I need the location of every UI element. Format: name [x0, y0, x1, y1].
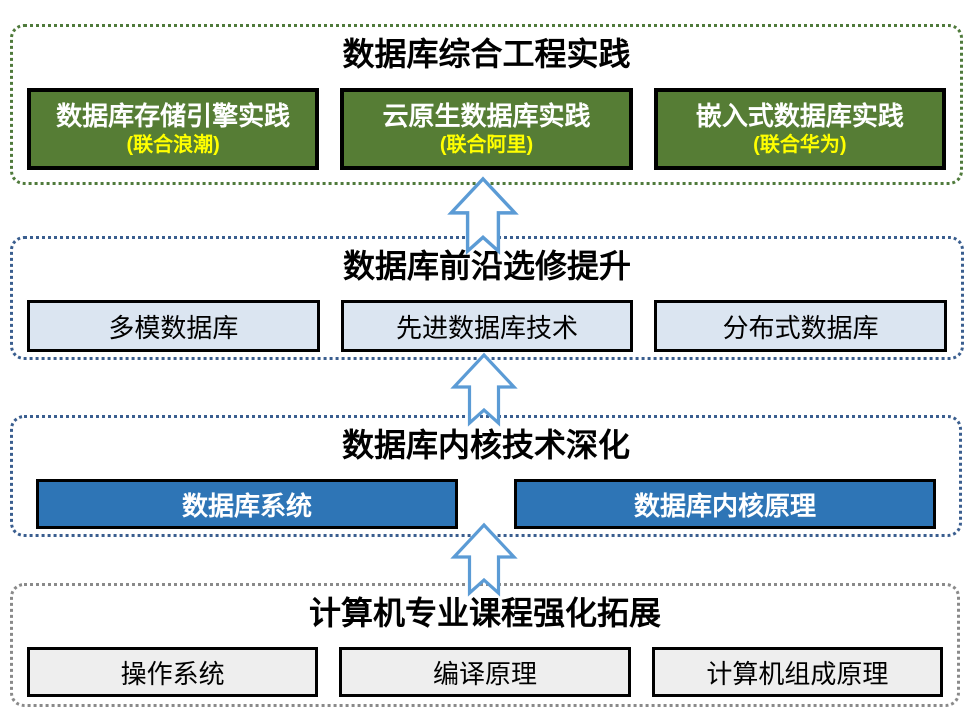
- course-label: 数据库内核原理: [633, 490, 816, 521]
- tier-title-engineering-practice: 数据库综合工程实践: [342, 36, 631, 72]
- tier-frontier-electives: 数据库前沿选修提升 多模数据库 先进数据库技术 分布式数据库: [10, 236, 964, 360]
- course-compiler-principles: 编译原理: [339, 647, 631, 697]
- course-cloud-native-db-practice: 云原生数据库实践 (联合阿里): [340, 88, 633, 170]
- tier-title-frontier-electives: 数据库前沿选修提升: [342, 248, 631, 284]
- course-row: 操作系统 编译原理 计算机组成原理: [13, 647, 957, 697]
- course-distributed-db: 分布式数据库: [654, 300, 948, 352]
- tier-kernel-technology: 数据库内核技术深化 数据库系统 数据库内核原理: [10, 415, 962, 537]
- course-label: 分布式数据库: [722, 312, 879, 343]
- course-label: 云原生数据库实践: [382, 101, 591, 131]
- course-partner-note: (联合阿里): [439, 134, 534, 156]
- tier-title-kernel-technology: 数据库内核技术深化: [341, 427, 630, 463]
- course-row: 数据库系统 数据库内核原理: [13, 479, 959, 529]
- course-advanced-db-tech: 先进数据库技术: [340, 300, 634, 352]
- course-label: 嵌入式数据库实践: [695, 101, 904, 131]
- up-arrow-icon: [447, 176, 519, 255]
- course-label: 数据库存储引擎实践: [56, 101, 291, 131]
- course-row: 多模数据库 先进数据库技术 分布式数据库: [13, 300, 961, 352]
- course-label: 数据库系统: [181, 490, 312, 521]
- course-row: 数据库存储引擎实践 (联合浪潮) 云原生数据库实践 (联合阿里) 嵌入式数据库实…: [13, 88, 960, 170]
- course-database-systems: 数据库系统: [36, 479, 458, 529]
- course-partner-note: (联合浪潮): [126, 134, 220, 156]
- tier-title-cs-foundation: 计算机专业课程强化拓展: [308, 595, 661, 631]
- course-operating-systems: 操作系统: [27, 647, 319, 697]
- course-label: 操作系统: [120, 658, 225, 689]
- up-arrow-icon: [450, 352, 518, 427]
- course-database-kernel-principles: 数据库内核原理: [514, 479, 936, 529]
- course-partner-note: (联合华为): [753, 134, 847, 156]
- course-label: 编译原理: [432, 658, 537, 689]
- tier-cs-foundation: 计算机专业课程强化拓展 操作系统 编译原理 计算机组成原理: [10, 583, 960, 707]
- course-label: 先进数据库技术: [396, 312, 579, 343]
- course-computer-organization: 计算机组成原理: [651, 647, 943, 697]
- course-multimodel-db: 多模数据库: [27, 300, 320, 352]
- course-storage-engine-practice: 数据库存储引擎实践 (联合浪潮): [27, 88, 320, 170]
- up-arrow-icon: [450, 522, 518, 597]
- course-embedded-db-practice: 嵌入式数据库实践 (联合华为): [653, 88, 946, 170]
- course-label: 多模数据库: [108, 312, 239, 343]
- tier-engineering-practice: 数据库综合工程实践 数据库存储引擎实践 (联合浪潮) 云原生数据库实践 (联合阿…: [10, 24, 963, 185]
- course-label: 计算机组成原理: [706, 658, 889, 689]
